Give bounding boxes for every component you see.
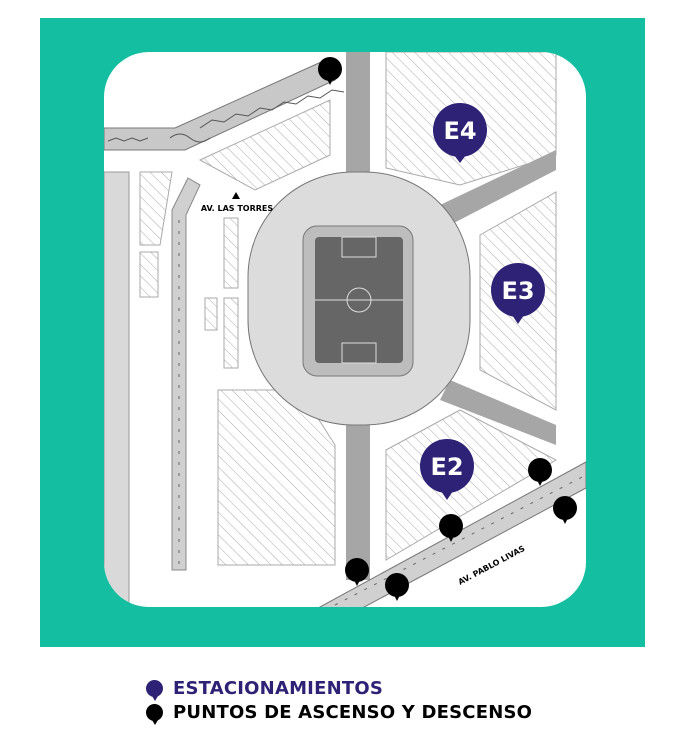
parking-label: E4	[443, 117, 476, 145]
dropoff-pin[interactable]	[553, 496, 577, 524]
dropoff-pin[interactable]	[385, 573, 409, 601]
parcel-small	[139, 251, 159, 298]
dropoff-pin[interactable]	[318, 57, 342, 85]
triangle-marker-icon	[232, 192, 240, 199]
parcel-small	[223, 217, 239, 289]
parking-pin-e4[interactable]: E4	[433, 103, 487, 163]
legend-dropoff: PUNTOS DE ASCENSO Y DESCENSO	[146, 700, 533, 725]
parking-pin-e3[interactable]: E3	[491, 263, 545, 324]
river-line	[199, 89, 345, 129]
dropoff-pin[interactable]	[528, 458, 552, 486]
parcel-small	[204, 297, 218, 331]
northwest-road	[104, 57, 336, 151]
northeast-road	[440, 150, 556, 225]
soccer-field	[315, 236, 403, 364]
south-road	[346, 420, 370, 580]
map-legend: ESTACIONAMIENTOS PUNTOS DE ASCENSO Y DES…	[146, 676, 533, 725]
dropoff-pin[interactable]	[345, 558, 369, 586]
street-label-las-torres: AV. LAS TORRES	[201, 204, 274, 213]
parking-dot-icon	[146, 679, 163, 701]
dropoff-dot-icon	[146, 703, 163, 725]
parking-pin-e2[interactable]: E2	[420, 439, 474, 500]
west-block	[104, 171, 130, 607]
parcel-small	[139, 171, 173, 246]
river-line	[169, 133, 211, 143]
north-road	[346, 52, 370, 177]
parking-label: E3	[501, 277, 534, 305]
legend-parking-label: ESTACIONAMIENTOS	[173, 677, 383, 699]
river-line	[107, 137, 149, 142]
parcel-small	[223, 297, 239, 369]
legend-dropoff-label: PUNTOS DE ASCENSO Y DESCENSO	[173, 701, 533, 723]
parking-label: E2	[430, 453, 463, 481]
parcel-northwest	[198, 99, 331, 191]
dropoff-pin[interactable]	[439, 514, 463, 542]
southeast-road	[440, 380, 556, 445]
legend-parking: ESTACIONAMIENTOS	[146, 676, 532, 701]
